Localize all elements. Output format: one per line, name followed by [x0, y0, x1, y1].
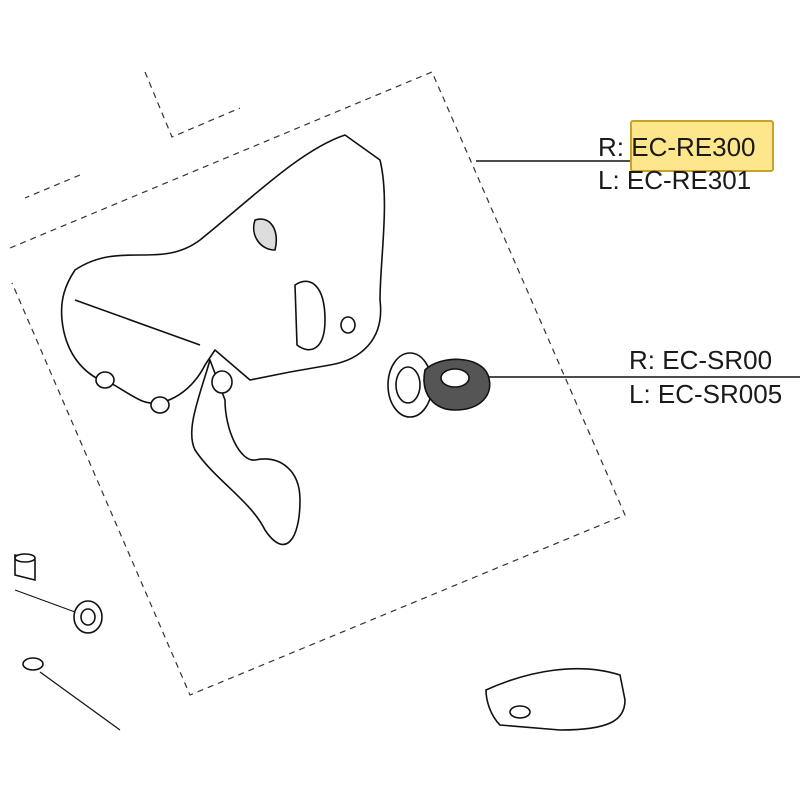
- dashed-outlines: [9, 71, 626, 696]
- callout-cap-left[interactable]: L: EC-SR005: [629, 379, 783, 409]
- small-parts: [14, 553, 626, 731]
- callout-lever-right[interactable]: R: EC-RE300: [598, 132, 756, 162]
- highlight-box: [630, 120, 774, 172]
- callout-cap-right[interactable]: R: EC-SR00: [629, 345, 773, 375]
- cap-part: [387, 352, 491, 418]
- callout-lever-left[interactable]: L: EC-RE301: [598, 165, 752, 195]
- lever-body: [60, 134, 386, 546]
